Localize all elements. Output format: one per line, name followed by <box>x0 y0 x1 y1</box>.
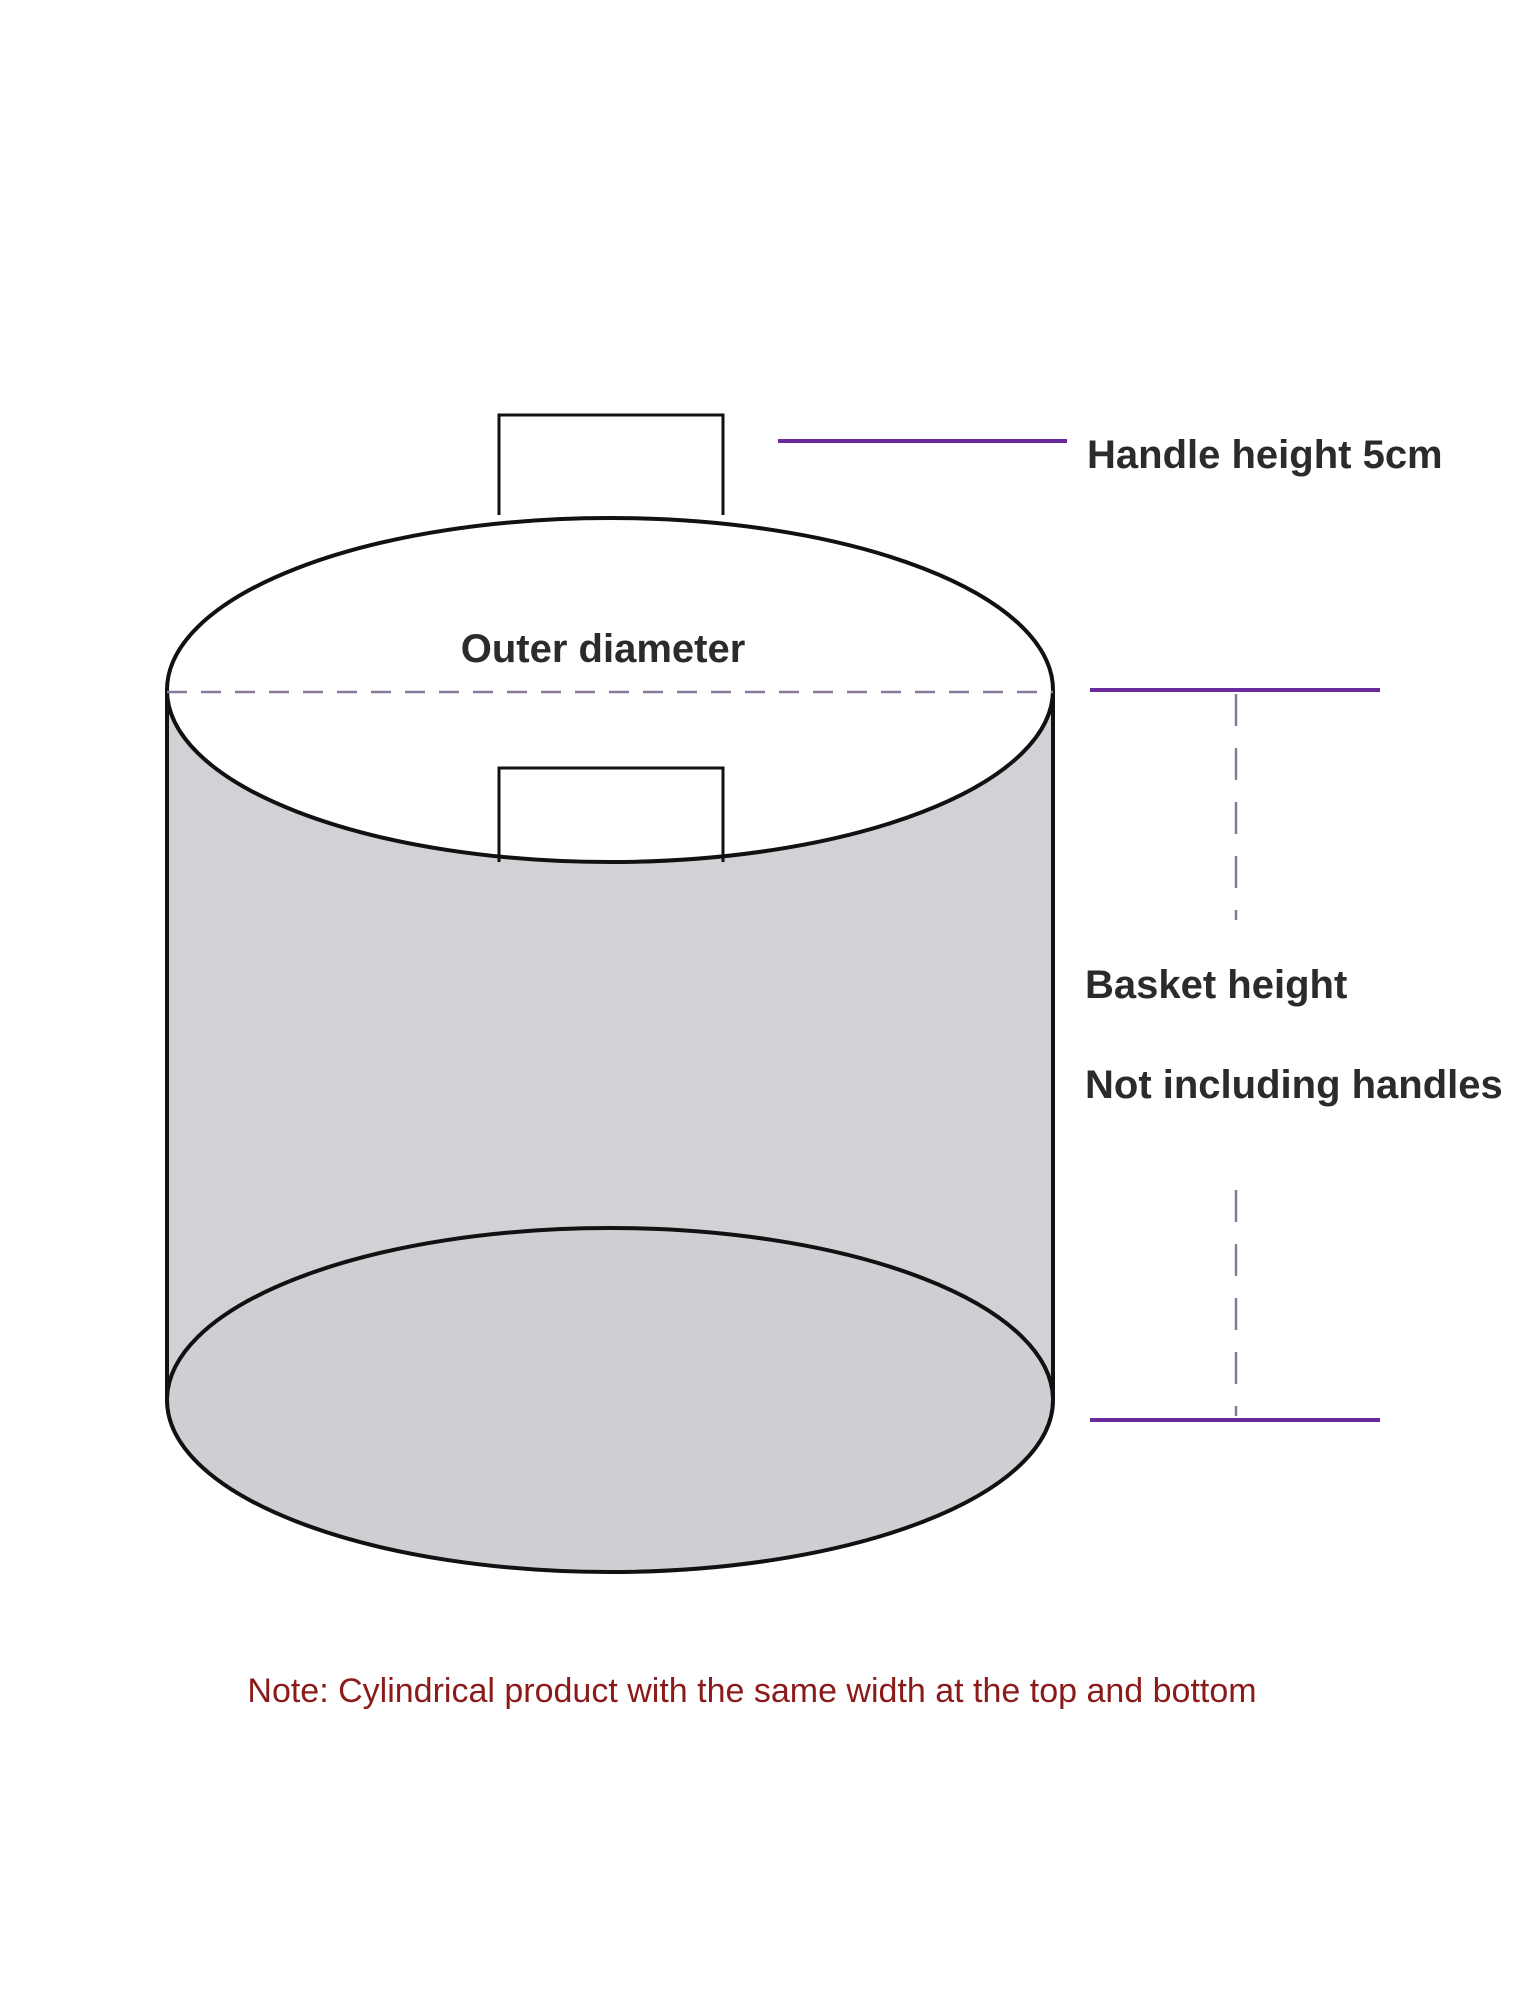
not-including-handles-label: Not including handles <box>1085 1063 1503 1107</box>
front-handle <box>497 766 725 862</box>
basket-height-label: Basket height <box>1085 963 1347 1007</box>
cylinder-bottom-ellipse <box>165 1226 1055 1574</box>
handle-height-label: Handle height 5cm <box>1087 433 1443 477</box>
product-note: Note: Cylindrical product with the same … <box>247 1672 1256 1710</box>
outer-diameter-label: Outer diameter <box>461 627 746 671</box>
cylinder-top-ellipse <box>165 516 1055 864</box>
back-handle <box>497 413 725 515</box>
